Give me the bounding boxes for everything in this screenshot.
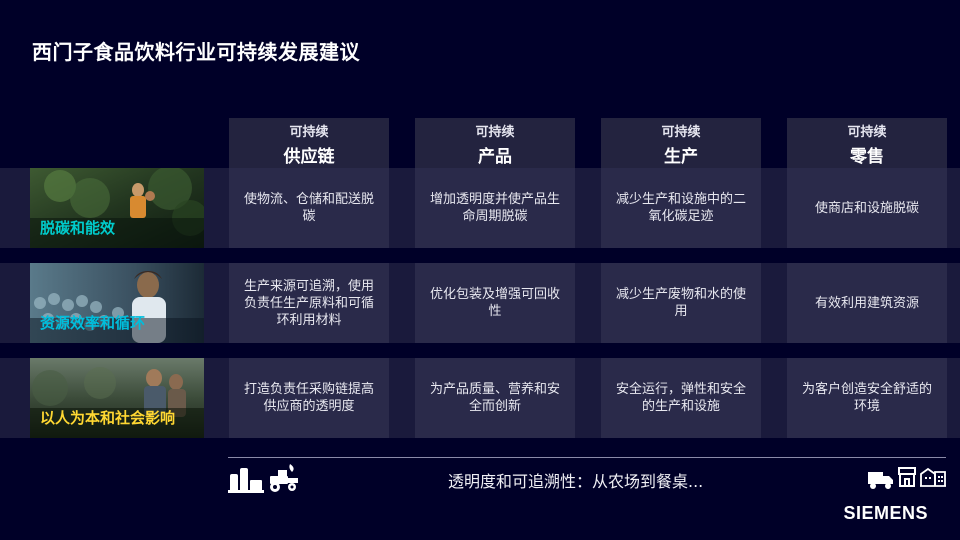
cell-resource-product: 优化包装及增强可回收性 [415,263,575,343]
cell-decarb-retail: 使商店和设施脱碳 [787,168,947,248]
column-header-label: 产品 [478,147,512,167]
column-header-prefix: 可持续 [847,125,887,140]
column-header-prefix: 可持续 [661,125,701,140]
footer-tagline: 透明度和可追溯性：从农场到餐桌... [448,472,704,491]
column-header-prefix: 可持续 [475,125,515,140]
column-header-retail: 可持续 零售 [787,118,947,168]
column-header-supply-chain: 可持续 供应链 [229,118,389,168]
column-header-production: 可持续 生产 [601,118,761,168]
tractor-icon [270,464,298,492]
row-image-resource-efficiency: 资源效率和循环 [30,263,204,343]
factory-silo-icon [228,468,264,493]
row-image-decarbonization: 脱碳和能效 [30,168,204,248]
cell-resource-retail: 有效利用建筑资源 [787,263,947,343]
footer-divider [228,457,946,458]
column-header-product: 可持续 产品 [415,118,575,168]
row-label-decarbonization: 脱碳和能效 [40,219,116,237]
delivery-truck-icon [868,472,893,489]
column-header-label: 生产 [664,147,698,167]
column-header-label: 供应链 [283,147,335,167]
bottling-photo [30,263,204,343]
cell-social-production: 安全运行，弹性和安全的生产和设施 [601,358,761,438]
row-label-social-impact: 以人为本和社会影响 [40,409,176,427]
siemens-logo: SIEMENS [843,503,928,523]
greenhouse-photo [30,168,204,248]
row-image-social-impact: 以人为本和社会影响 [30,358,204,438]
cell-resource-supply-chain: 生产来源可追溯，使用负责任生产原料和可循环利用材料 [229,263,389,343]
cell-decarb-product: 增加透明度并使产品生命周期脱碳 [415,168,575,248]
cell-decarb-production: 减少生产和设施中的二氧化碳足迹 [601,168,761,248]
slide-title: 西门子食品饮料行业可持续发展建议 [32,40,360,64]
cell-decarb-supply-chain: 使物流、仓储和配送脱碳 [229,168,389,248]
cell-social-supply-chain: 打造负责任采购链提高供应商的透明度 [229,358,389,438]
cell-social-product: 为产品质量、营养和安全而创新 [415,358,575,438]
storefront-icon [898,467,916,487]
row-label-resource-efficiency: 资源效率和循环 [40,314,146,332]
column-header-label: 零售 [850,147,884,167]
cell-resource-production: 减少生产废物和水的使用 [601,263,761,343]
farm-people-photo [30,358,204,438]
column-header-prefix: 可持续 [289,125,329,140]
cell-social-retail: 为客户创造安全舒适的环境 [787,358,947,438]
buildings-icon [920,467,946,487]
